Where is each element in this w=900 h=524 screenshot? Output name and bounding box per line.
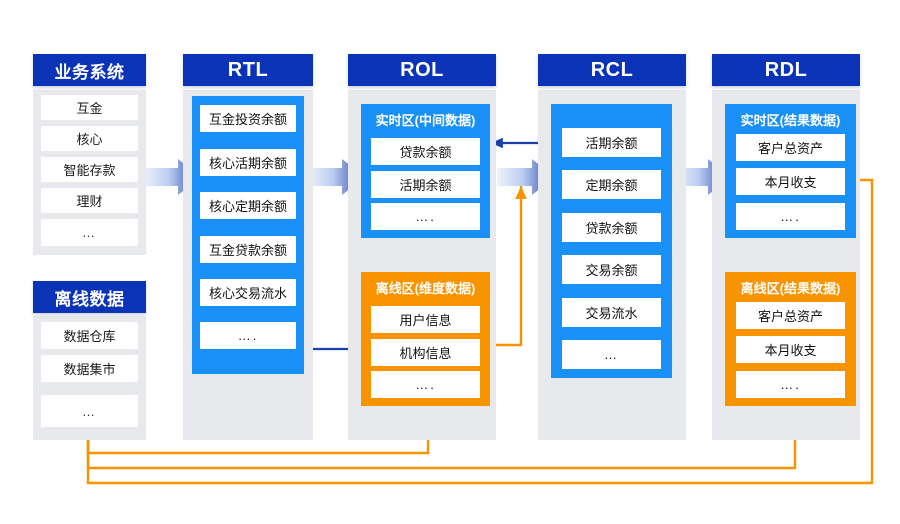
zone-item[interactable]: 核心活期余额 — [200, 149, 296, 176]
list-item[interactable]: … — [41, 219, 138, 246]
zone-title: 实时区(结果数据) — [740, 113, 841, 128]
zone-item[interactable]: 客户总资产 — [736, 134, 845, 161]
zone-item[interactable]: 机构信息 — [371, 339, 480, 366]
zone-item[interactable]: 客户总资产 — [736, 302, 845, 329]
zone-item[interactable]: 活期余额 — [371, 171, 480, 198]
zone-item[interactable]: 活期余额 — [562, 128, 661, 157]
zone-title: 实时区(中间数据) — [375, 113, 476, 128]
zone-item[interactable]: …. — [736, 371, 845, 398]
zone-title: 离线区(结果数据) — [740, 281, 841, 296]
zone-item[interactable]: 本月收支 — [736, 168, 845, 195]
zone-item[interactable]: 核心交易流水 — [200, 279, 296, 306]
zone-item[interactable]: … — [562, 340, 661, 369]
zone-item[interactable]: …. — [371, 371, 480, 398]
list-item[interactable]: 理财 — [41, 188, 138, 213]
column-header-rtl: RTL — [183, 54, 313, 86]
zone-item[interactable]: 贷款余额 — [371, 138, 480, 165]
list-item[interactable]: 数据集市 — [41, 355, 138, 382]
zone-item[interactable]: 互金贷款余额 — [200, 236, 296, 263]
column-header-rcl: RCL — [538, 54, 686, 86]
zone-item[interactable]: …. — [200, 322, 296, 349]
zone-item[interactable]: …. — [736, 203, 845, 230]
zone-item[interactable]: 核心定期余额 — [200, 192, 296, 219]
column-header-rol: ROL — [348, 54, 496, 86]
column-header-offline-source: 离线数据 — [33, 281, 146, 313]
list-item[interactable]: … — [41, 395, 138, 427]
zone-item[interactable]: 用户信息 — [371, 306, 480, 333]
list-item[interactable]: 数据仓库 — [41, 322, 138, 349]
zone-item[interactable]: 交易流水 — [562, 298, 661, 327]
list-item[interactable]: 核心 — [41, 126, 138, 151]
list-item[interactable]: 智能存款 — [41, 157, 138, 182]
zone-item[interactable]: 交易余额 — [562, 255, 661, 284]
zone-item[interactable]: 定期余额 — [562, 170, 661, 199]
column-header-source: 业务系统 — [33, 54, 146, 86]
zone-title: 离线区(维度数据) — [375, 281, 476, 296]
list-item[interactable]: 互金 — [41, 95, 138, 120]
zone-item[interactable]: 互金投资余额 — [200, 105, 296, 132]
zone-item[interactable]: 本月收支 — [736, 336, 845, 363]
zone-item[interactable]: 贷款余额 — [562, 213, 661, 242]
zone-item[interactable]: …. — [371, 203, 480, 230]
column-header-rdl: RDL — [712, 54, 860, 86]
